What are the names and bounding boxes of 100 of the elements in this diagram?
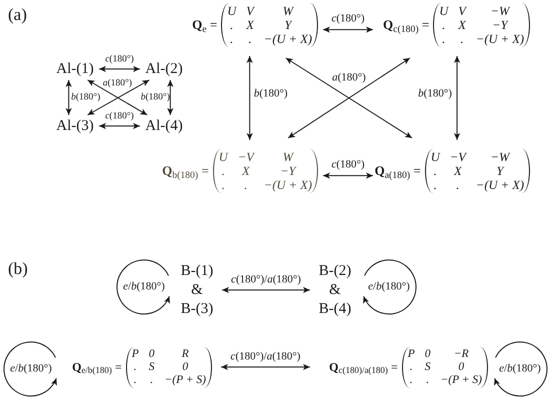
edge-label: c(180°) bbox=[105, 55, 134, 65]
matrix-entry: 0 bbox=[182, 360, 188, 374]
matrix-entry: R bbox=[182, 348, 189, 360]
double-arrow bbox=[98, 66, 140, 72]
matrix-entry: −V bbox=[238, 150, 254, 164]
matrix-entry: −W bbox=[490, 150, 510, 164]
matrix-entry: U bbox=[430, 150, 440, 164]
edge-label: c(180°)/a(180°) bbox=[230, 352, 300, 362]
double-arrow bbox=[246, 56, 253, 140]
edge-label: c(180°) bbox=[331, 13, 365, 24]
state-label: Al-(1) bbox=[56, 60, 94, 78]
matrix-entry: −(U + X) bbox=[476, 32, 524, 46]
matrix-entry: −(P + S) bbox=[164, 374, 206, 386]
matrix-entry: −(U + X) bbox=[476, 178, 524, 192]
matrix-entry: Y bbox=[496, 164, 504, 178]
matrix-entry: . bbox=[410, 374, 413, 386]
matrix-entry: . bbox=[460, 32, 464, 46]
edge-label: b(180°) bbox=[418, 88, 452, 100]
ampersand: & bbox=[191, 281, 203, 299]
double-arrow bbox=[167, 80, 174, 116]
matrix-entry: . bbox=[222, 164, 225, 178]
double-arrow bbox=[322, 172, 374, 179]
edge-label: e/b(180°) bbox=[499, 364, 541, 374]
edge-label: c(180°) bbox=[105, 112, 134, 122]
state-label: Al-(2) bbox=[145, 60, 183, 78]
state-label: B-(2) bbox=[318, 262, 352, 280]
edge-label: c(180°)/a(180°) bbox=[231, 274, 301, 286]
matrix-entry: U bbox=[439, 4, 448, 18]
matrix-entry: S bbox=[148, 360, 154, 374]
double-arrow bbox=[98, 122, 140, 130]
matrix-entry: P bbox=[408, 348, 415, 360]
matrix-entry: X bbox=[246, 18, 254, 32]
double-arrow bbox=[66, 80, 72, 116]
edge-label: b(180°) bbox=[140, 92, 170, 102]
state-label: B-(1) bbox=[180, 262, 214, 280]
state-label: B-(3) bbox=[180, 300, 214, 318]
panel-label: (b) bbox=[8, 259, 28, 278]
matrix-entry: . bbox=[222, 178, 225, 192]
matrix-symbol: Q$_{e/b(180)}$ = bbox=[72, 359, 122, 376]
matrix-entry: −W bbox=[490, 4, 510, 18]
matrix-entry: 0 bbox=[458, 360, 464, 374]
panel-label: (a) bbox=[8, 5, 27, 24]
matrix-symbol: Q$_{c(180)}$ = bbox=[383, 16, 430, 35]
matrix-entry: 0 bbox=[424, 348, 430, 360]
matrix-entry: X bbox=[454, 164, 462, 178]
loop-arrow bbox=[363, 260, 416, 314]
matrix-entry: Y bbox=[284, 18, 292, 32]
matrix-entry: −(U + X) bbox=[264, 32, 312, 46]
edge-label: b(180°) bbox=[71, 92, 100, 102]
matrix-entry: . bbox=[230, 32, 234, 46]
matrix-entry: . bbox=[230, 18, 234, 32]
matrix-entry: −Y bbox=[492, 18, 508, 32]
matrix-entry: . bbox=[134, 374, 137, 386]
double-arrow bbox=[322, 26, 374, 33]
matrix-entry: V bbox=[458, 4, 466, 18]
matrix-entry: . bbox=[150, 374, 154, 386]
edge-label: e/b(180°) bbox=[10, 364, 52, 374]
matrix-entry: −V bbox=[450, 150, 466, 164]
loop-arrow bbox=[4, 342, 57, 396]
matrix-entry: U bbox=[218, 150, 228, 164]
edge-label: a(180°) bbox=[332, 72, 366, 84]
matrix-entry: . bbox=[434, 178, 437, 192]
matrix-entry: . bbox=[134, 360, 137, 374]
edge-label: c(180°) bbox=[331, 159, 365, 170]
matrix-symbol: Q$_{a(180)}$ = bbox=[374, 162, 421, 181]
matrix-entry: X bbox=[242, 164, 250, 178]
matrix-entry: −(P + S) bbox=[440, 374, 482, 386]
matrix-entry: X bbox=[458, 18, 466, 32]
matrix-entry: . bbox=[442, 32, 446, 46]
edge-label: b(180°) bbox=[254, 88, 288, 100]
matrix-entry: −(U + X) bbox=[264, 178, 312, 192]
double-arrow bbox=[454, 56, 460, 140]
matrix-entry: −R bbox=[454, 348, 469, 360]
matrix-entry: . bbox=[434, 164, 437, 178]
matrix-entry: W bbox=[282, 150, 294, 164]
matrix-symbol: Q$_{e}$ = bbox=[192, 16, 218, 35]
matrix-entry: . bbox=[244, 178, 248, 192]
state-label: Al-(4) bbox=[145, 117, 183, 135]
double-arrow bbox=[222, 286, 310, 294]
matrix-entry: . bbox=[442, 18, 446, 32]
matrix-symbol: Q$_{b(180)}$ = bbox=[162, 162, 209, 181]
matrix-entry: . bbox=[426, 374, 430, 386]
matrix-symbol: Q$_{c(180)/a(180)}$ = bbox=[329, 359, 398, 376]
matrix-entry: W bbox=[282, 4, 294, 18]
matrix-entry: S bbox=[424, 360, 430, 374]
matrix-entry: . bbox=[456, 178, 460, 192]
edge-label: a(180°) bbox=[102, 78, 132, 88]
double-arrow bbox=[220, 364, 310, 370]
matrix-entry: 0 bbox=[148, 348, 154, 360]
matrix-entry: U bbox=[227, 4, 236, 18]
matrix-entry: . bbox=[248, 32, 252, 46]
edge-label: e/b(180°) bbox=[368, 282, 410, 292]
loop-arrow bbox=[116, 260, 170, 314]
matrix-entry: V bbox=[246, 4, 254, 18]
ampersand: & bbox=[329, 281, 341, 299]
edge-label: e/b(180°) bbox=[123, 282, 165, 292]
matrix-entry: P bbox=[132, 348, 139, 360]
matrix-entry: −Y bbox=[280, 164, 296, 178]
matrix-entry: . bbox=[410, 360, 413, 374]
loop-arrow bbox=[494, 342, 548, 396]
